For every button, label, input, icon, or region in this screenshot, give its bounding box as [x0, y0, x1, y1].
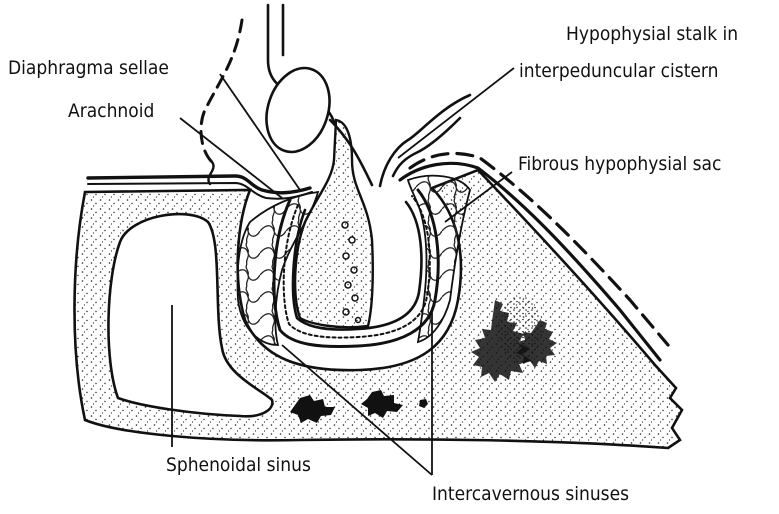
pituitary-gland [295, 120, 373, 327]
label-sphenoidal-sinus: Sphenoidal sinus [166, 454, 311, 476]
label-diaphragma-sellae: Diaphragma sellae [8, 57, 169, 79]
label-intercavernous-sinuses: Intercavernous sinuses [432, 483, 629, 505]
label-fibrous-sac: Fibrous hypophysial sac [518, 153, 721, 175]
label-hypophysial-stalk-1: Hypophysial stalk in [566, 23, 738, 45]
arachnoid-dashed-left [201, 20, 242, 162]
label-arachnoid: Arachnoid [68, 100, 154, 122]
label-hypophysial-stalk-2: interpeduncular cistern [519, 60, 718, 82]
arachnoid-wave [208, 162, 213, 184]
